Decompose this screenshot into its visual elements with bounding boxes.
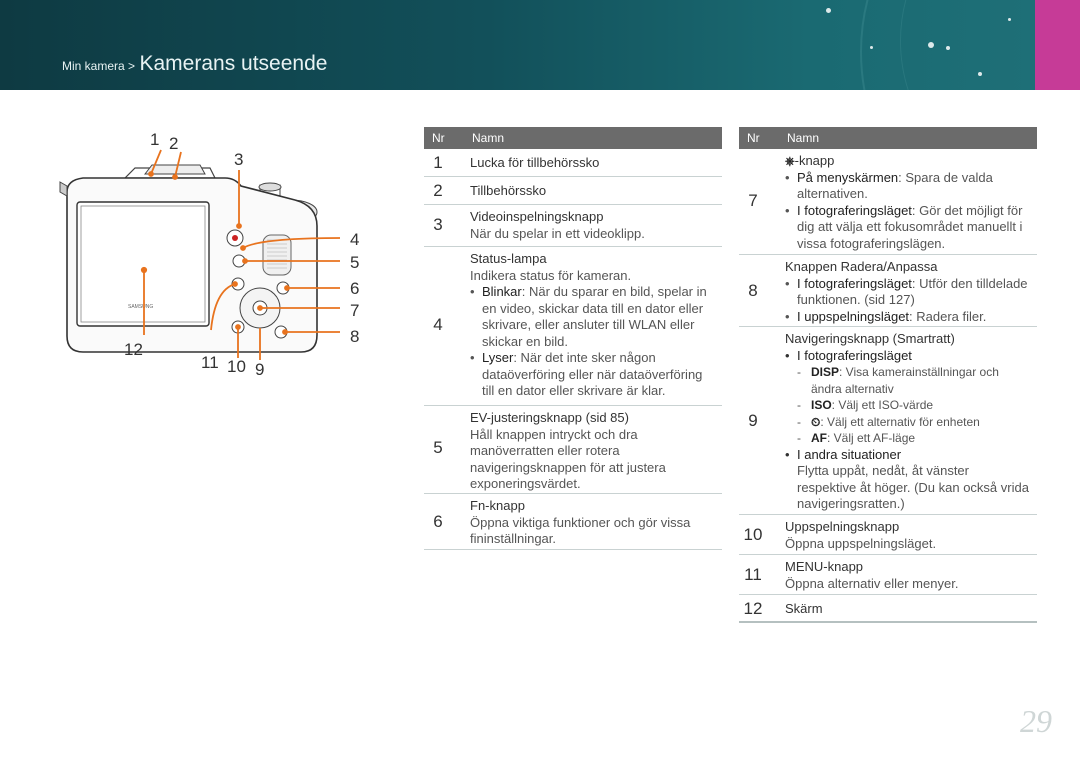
- decorative-arc: [900, 0, 1080, 90]
- table-row: 8 Knappen Radera/Anpassa I fotografering…: [739, 255, 1037, 327]
- row-number: 8: [748, 281, 758, 300]
- callout-number: 1: [150, 130, 160, 149]
- row-number: 12: [743, 599, 763, 618]
- column-header-name: Namn: [787, 131, 820, 145]
- callout-number: 7: [350, 301, 360, 320]
- column-header-nr: Nr: [747, 131, 760, 145]
- row-title: Status-lampa: [470, 251, 547, 266]
- dash-item: -DISP: Visa kamerainställningar och ändr…: [797, 365, 999, 396]
- parts-table-right: Nr Namn 7 ⎈-knapp På menyskärmen: Spara …: [739, 127, 1037, 623]
- row-description: När du spelar in ett videoklipp.: [470, 225, 645, 241]
- row-title: Tillbehörssko: [470, 183, 547, 198]
- decorative-arc: [860, 0, 1080, 90]
- breadcrumb-parent[interactable]: Min kamera >: [62, 59, 136, 73]
- row-description: Öppna uppspelningsläget.: [785, 535, 937, 551]
- parts-table-left: Nr Namn 1 Lucka för tillbehörssko 2 Till…: [424, 127, 722, 550]
- af-icon: AF: [811, 431, 827, 445]
- row-title: MENU-knapp: [785, 559, 864, 574]
- row-number: 3: [433, 215, 443, 234]
- callout-number: 11: [201, 353, 219, 372]
- bullet-description: Flytta uppåt, nedåt, åt vänster respekti…: [797, 463, 1029, 511]
- column-header-name: Namn: [472, 131, 505, 145]
- row-number: 6: [433, 512, 443, 531]
- chapter-header: Min kamera > Kamerans utseende: [0, 0, 1080, 90]
- bullet-item: I fotograferingsläget: [785, 348, 1031, 365]
- table-row: 9 Navigeringsknapp (Smartratt) I fotogra…: [739, 327, 1037, 515]
- row-number: 10: [743, 525, 763, 544]
- row-description: Öppna viktiga funktioner och gör vissa f…: [470, 514, 691, 547]
- row-title: Skärm: [785, 601, 823, 616]
- row-description: Indikera status för kameran.: [470, 267, 632, 283]
- bullet-item: I fotograferingsläget: Utför den tilldel…: [785, 276, 1031, 309]
- sparkle-icon: [928, 42, 934, 48]
- row-number: 5: [433, 438, 443, 457]
- callout-number: 6: [350, 279, 360, 298]
- page-number: 29: [1020, 703, 1052, 739]
- sparkle-icon: [1008, 18, 1011, 21]
- callout-number: 9: [255, 360, 265, 379]
- dash-item: -AF: Välj ett AF-läge: [797, 431, 916, 445]
- sparkle-icon: [978, 72, 982, 76]
- brand-logo: SAMSUNG: [128, 304, 153, 310]
- row-number: 4: [433, 315, 443, 334]
- row-number: 11: [744, 565, 762, 584]
- sparkle-icon: [946, 46, 950, 50]
- row-title: Fn-knapp: [470, 498, 525, 513]
- sparkle-icon: [870, 46, 873, 49]
- sparkle-icon: [826, 8, 831, 13]
- callout-number: 10: [227, 357, 246, 376]
- row-number: 9: [748, 411, 758, 430]
- row-title: Navigeringsknapp (Smartratt): [785, 331, 955, 346]
- bullet-item: Blinkar: När du sparar en bild, spelar i…: [470, 284, 716, 350]
- table-header: Nr Namn: [424, 127, 722, 149]
- page-title: Kamerans utseende: [139, 52, 328, 75]
- row-number: 1: [433, 153, 443, 172]
- table-row: 4 Status-lampa Indikera status för kamer…: [424, 247, 722, 406]
- row-description: Öppna alternativ eller menyer.: [785, 575, 959, 591]
- table-row: 10 Uppspelningsknapp Öppna uppspelningsl…: [739, 515, 1037, 555]
- row-title: Uppspelningsknapp: [785, 519, 900, 534]
- callout-number: 5: [350, 253, 360, 272]
- bullet-item: På menyskärmen: Spara de valda alternati…: [785, 170, 1031, 203]
- table-row: 2 Tillbehörssko: [424, 177, 722, 205]
- row-number: 2: [433, 181, 443, 200]
- table-row: 5 EV-justeringsknapp (sid 85) Håll knapp…: [424, 406, 722, 494]
- row-title: Knappen Radera/Anpassa: [785, 259, 938, 274]
- bullet-item: I andra situationer: [785, 447, 1031, 464]
- table-row: 11 MENU-knapp Öppna alternativ eller men…: [739, 555, 1037, 595]
- column-header-nr: Nr: [432, 131, 445, 145]
- row-title: Lucka för tillbehörssko: [470, 155, 600, 170]
- table-row: 12 Skärm: [739, 595, 1037, 623]
- disp-icon: DISP: [811, 365, 840, 379]
- bullet-item: I fotograferingsläget: Gör det möjligt f…: [785, 203, 1031, 253]
- row-title: Videoinspelningsknapp: [470, 209, 604, 224]
- dash-item: -⏲: Välj ett alternativ för enheten: [797, 414, 980, 429]
- dash-item: -ISO: Välj ett ISO-värde: [797, 398, 934, 412]
- row-title: EV-justeringsknapp (sid 85): [470, 410, 629, 425]
- iso-icon: ISO: [811, 398, 832, 412]
- callout-number: 3: [234, 150, 244, 169]
- camera-back-illustration: SAMSUNG: [59, 149, 341, 360]
- menu-button[interactable]: [231, 277, 245, 291]
- callout-number: 8: [350, 327, 360, 346]
- breadcrumb: Min kamera > Kamerans utseende: [62, 52, 327, 76]
- table-header: Nr Namn: [739, 127, 1037, 149]
- ok-icon: ⎈: [785, 154, 795, 168]
- row-description: Håll knappen intryckt och dra manöverrat…: [470, 426, 666, 492]
- callout-number: 2: [169, 134, 179, 153]
- callout-number: 12: [124, 340, 143, 359]
- row-title: ⎈-knapp: [785, 153, 835, 168]
- chapter-tab[interactable]: [1035, 0, 1080, 90]
- row-number: 7: [748, 191, 758, 210]
- callout-number: 4: [350, 230, 360, 249]
- table-row: 3 Videoinspelningsknapp När du spelar in…: [424, 205, 722, 247]
- bullet-item: Lyser: När det inte sker någon dataöverf…: [470, 350, 716, 400]
- timer-icon: ⏲: [811, 414, 821, 429]
- bullet-item: I uppspelningsläget: Radera filer.: [785, 309, 1031, 326]
- table-row: 7 ⎈-knapp På menyskärmen: Spara de valda…: [739, 149, 1037, 255]
- table-row: 6 Fn-knapp Öppna viktiga funktioner och …: [424, 494, 722, 550]
- table-row: 1 Lucka för tillbehörssko: [424, 149, 722, 177]
